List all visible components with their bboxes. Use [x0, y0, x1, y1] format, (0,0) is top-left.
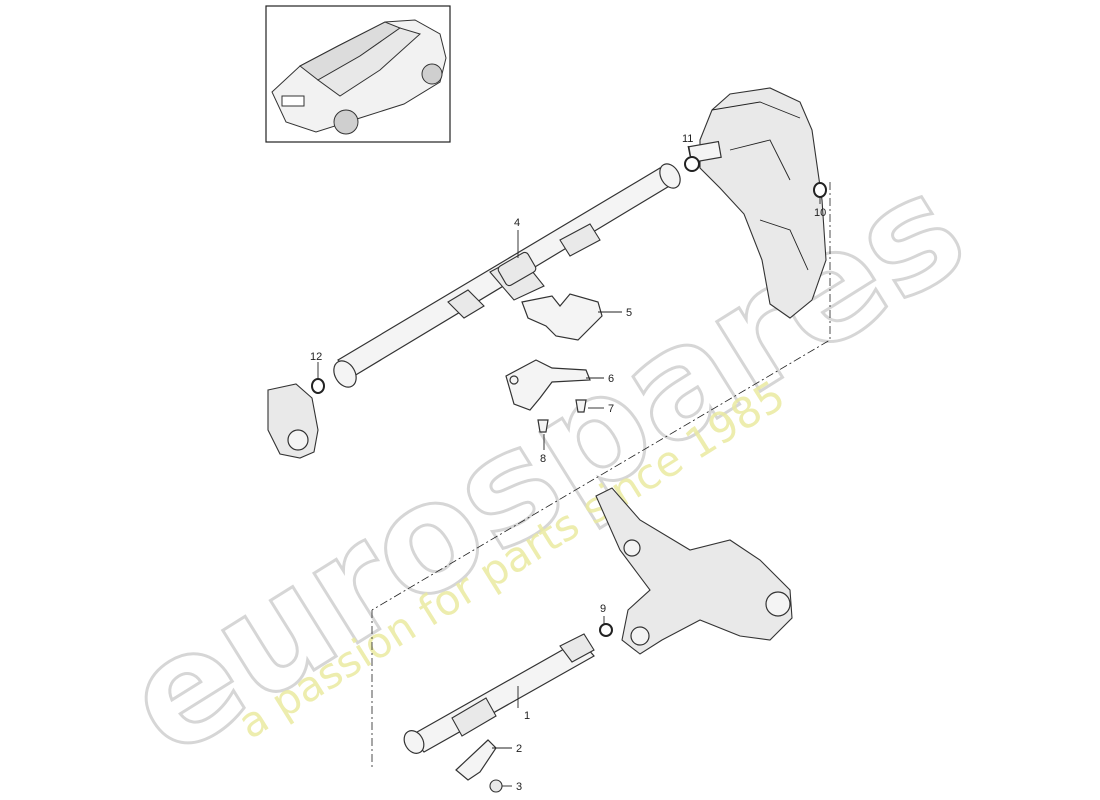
- rear-propshaft: [403, 633, 595, 754]
- callout-5: 5: [626, 307, 632, 319]
- leader-lines: [317, 145, 821, 787]
- callout-4: 4: [514, 217, 520, 229]
- rear-bracket: [455, 739, 497, 781]
- bolt-7: [575, 399, 587, 413]
- suv-outline-icon: [271, 19, 447, 135]
- nut-3: [489, 779, 503, 793]
- callout-7: 7: [608, 403, 614, 415]
- front-differential: [267, 383, 319, 459]
- transfer-case: [688, 87, 827, 319]
- callout-12: 12: [310, 351, 322, 363]
- seal-ring-11: [684, 156, 700, 172]
- callout-11: 11: [682, 133, 693, 145]
- rear-differential: [595, 487, 793, 655]
- center-bearing-bracket: [521, 293, 603, 341]
- callout-numbers: 1 2 3 4 5 6 7 8 9 10 11 12: [310, 133, 826, 793]
- callout-9: 9: [600, 603, 606, 615]
- seal-ring-12: [311, 378, 325, 394]
- callout-3: 3: [516, 781, 522, 793]
- vehicle-thumbnail: [265, 5, 451, 143]
- callout-1: 1: [524, 710, 530, 722]
- support-plate: [505, 359, 591, 411]
- bolt-8: [537, 419, 549, 433]
- main-propshaft: [333, 163, 681, 388]
- seal-ring-10: [813, 182, 827, 198]
- callout-10: 10: [814, 207, 826, 219]
- callout-8: 8: [540, 453, 546, 465]
- seal-ring-9: [599, 623, 613, 637]
- callout-6: 6: [608, 373, 614, 385]
- alignment-lines: [371, 182, 831, 768]
- callout-2: 2: [516, 743, 522, 755]
